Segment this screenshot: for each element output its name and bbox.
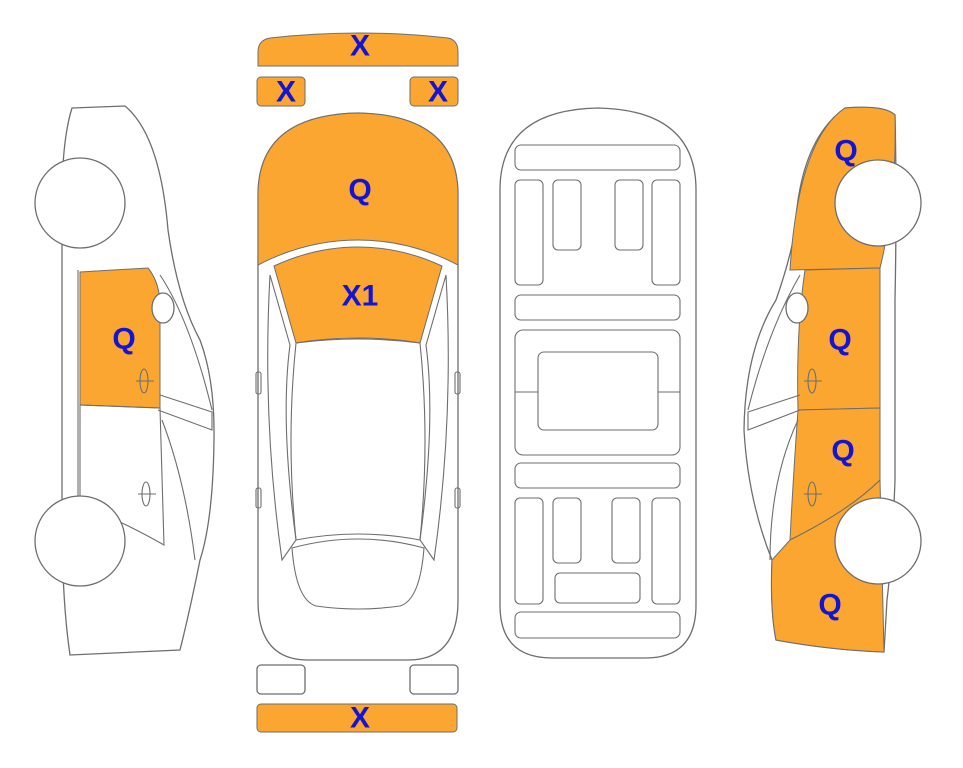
- right-front-door-label: Q: [828, 324, 851, 357]
- left-mirror: [151, 292, 175, 324]
- roof-rail-top-damage: [257, 32, 459, 67]
- under-center-tray: [537, 351, 659, 431]
- under-rear-right-pad: [611, 497, 641, 564]
- left-front-wheel: [34, 157, 126, 249]
- top-roof: [290, 338, 426, 541]
- under-mid-bar-2: [514, 462, 681, 489]
- top-left-mirror: [255, 371, 262, 395]
- roof-rail-top-label: X: [350, 30, 370, 63]
- left-side-window-line: [159, 274, 213, 411]
- top-right-glass: [419, 274, 449, 562]
- front-left-small-damage: [256, 76, 306, 107]
- left-front-door-label: Q: [112, 323, 135, 356]
- top-view: X X X Q X1 X: [255, 30, 461, 735]
- right-side-window-line-2: [747, 394, 801, 431]
- right-front-fender-label: Q: [834, 135, 857, 168]
- under-rear-left-pad: [552, 497, 582, 564]
- under-front-right-rail: [651, 179, 681, 286]
- left-side-view: Q: [34, 105, 215, 656]
- windshield-damage: [273, 246, 443, 344]
- right-front-wheel: [834, 159, 922, 247]
- front-right-small-damage: [409, 76, 459, 107]
- left-rear-wheel: [34, 495, 126, 587]
- top-left-glass: [267, 274, 297, 562]
- under-mid-bar-1: [514, 294, 681, 321]
- right-side-view: Q Q Q Q: [743, 106, 922, 653]
- under-front-right-pad: [614, 179, 644, 251]
- right-rear-door-label: Q: [831, 435, 854, 468]
- under-front-bar: [514, 144, 681, 171]
- underside-body: [499, 107, 697, 659]
- hood-damage: [257, 112, 459, 266]
- top-left-handle: [255, 487, 262, 509]
- front-left-small-label: X: [276, 76, 296, 109]
- left-front-door-handle: [136, 368, 154, 394]
- top-rear-glass: [291, 538, 425, 610]
- right-side-window-line: [747, 274, 801, 411]
- rear-bumper-label: X: [350, 702, 370, 735]
- top-right-handle: [454, 487, 461, 509]
- under-rear-right-rail: [651, 497, 681, 605]
- under-rear-bar: [514, 611, 681, 639]
- under-front-left-pad: [552, 179, 582, 251]
- right-rear-quarter-label: Q: [818, 589, 841, 622]
- under-front-left-rail: [514, 179, 544, 286]
- left-rear-door-handle: [138, 481, 156, 507]
- right-rear-door-handle: [804, 481, 822, 507]
- rear-right-small: [409, 664, 459, 695]
- top-right-mirror: [454, 371, 461, 395]
- rear-bumper-damage: [256, 703, 458, 733]
- under-rear-tank: [554, 572, 641, 604]
- front-right-small-label: X: [428, 76, 448, 109]
- right-front-door-handle: [804, 368, 822, 394]
- hood-label: Q: [348, 174, 371, 207]
- right-mirror: [785, 292, 809, 324]
- under-rear-left-rail: [514, 497, 544, 605]
- rear-left-small: [256, 664, 306, 695]
- left-side-window-line-2: [157, 394, 213, 431]
- underside-view: [499, 107, 697, 659]
- left-side-rear-line: [161, 419, 196, 561]
- right-rear-wheel: [834, 497, 922, 585]
- left-front-door-damage: [79, 267, 161, 409]
- right-side-rear-line: [769, 419, 799, 561]
- windshield-label: X1: [342, 280, 379, 313]
